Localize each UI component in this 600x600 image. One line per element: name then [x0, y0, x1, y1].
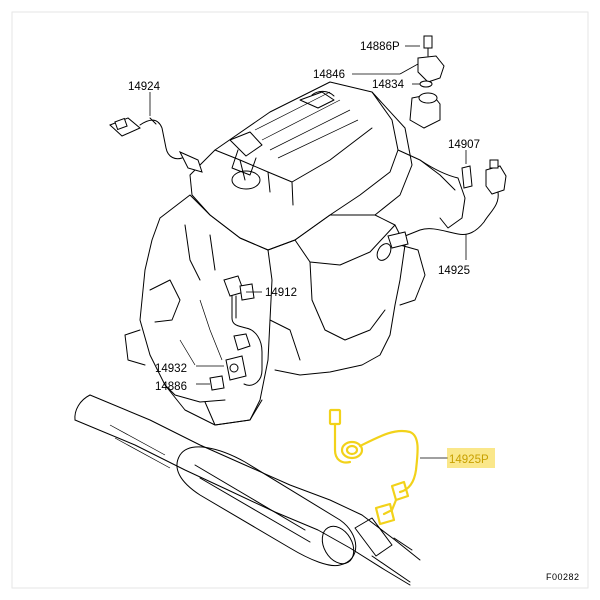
frame-border: [11, 11, 589, 589]
sensor-harness-14924: [109, 92, 203, 173]
exhaust-assembly: [74, 394, 421, 586]
highlight-box: [447, 448, 495, 468]
sensor-harness-lower: [196, 275, 263, 391]
label-14912: 14912: [265, 287, 297, 299]
label-14924: 14924: [128, 81, 161, 93]
label-14907: 14907: [448, 139, 480, 151]
label-14834: 14834: [372, 79, 405, 91]
figure-code: F00282: [546, 572, 580, 582]
label-14932: 14932: [155, 363, 187, 375]
engine-block: [124, 81, 466, 426]
label-14925P: 14925P: [449, 454, 489, 466]
label-14886: 14886: [155, 381, 187, 393]
sensor-harness-14925: [376, 150, 507, 261]
label-14886P: 14886P: [360, 41, 400, 53]
label-14846: 14846: [313, 69, 345, 81]
label-14925: 14925: [438, 265, 470, 277]
rear-o2-sensor-highlighted: [328, 408, 495, 526]
cam-sensor-group: [352, 35, 445, 129]
